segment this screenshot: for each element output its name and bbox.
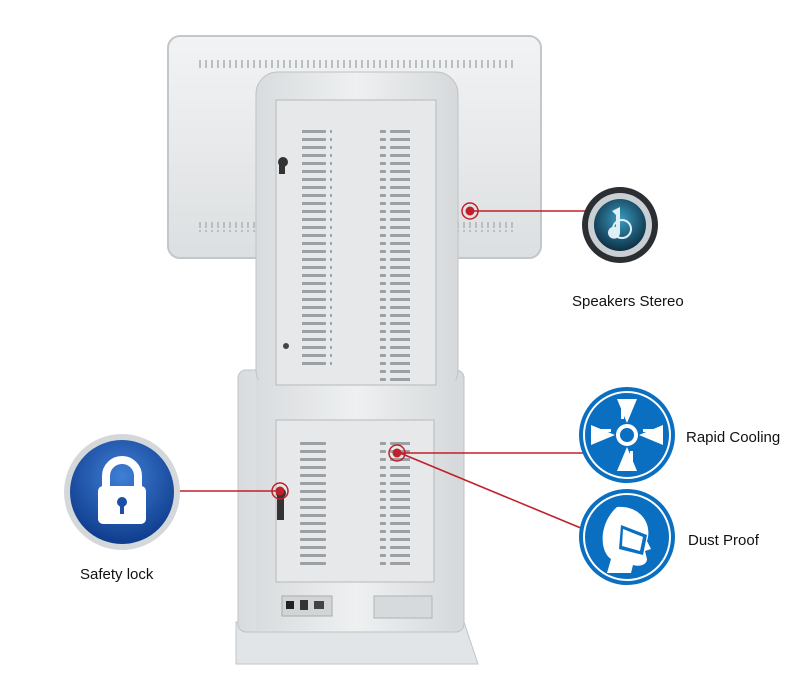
head-mask-icon [579,489,675,585]
speaker-icon [582,187,658,263]
fan-icon [579,387,675,483]
padlock-icon [64,434,180,550]
dust-proof-label: Dust Proof [688,532,759,549]
safety-lock-label: Safety lock [80,566,154,583]
speakers-stereo-label: Speakers Stereo [572,293,684,310]
rapid-cooling-label: Rapid Cooling [686,429,781,446]
